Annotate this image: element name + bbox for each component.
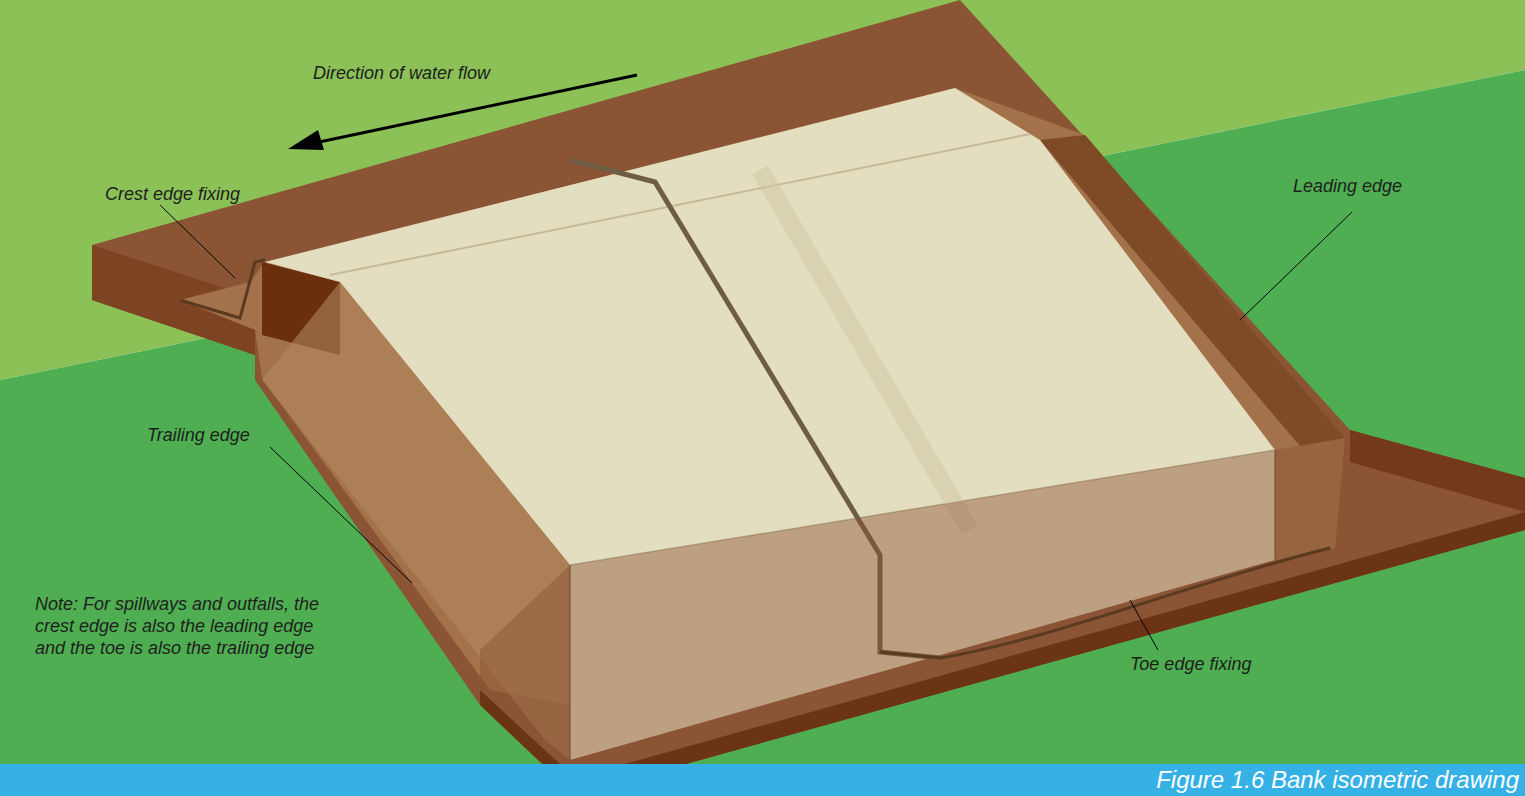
figure-caption: Figure 1.6 Bank isometric drawing [819,766,1519,794]
caption-band [0,764,1525,796]
front-translucent-face [480,438,1345,775]
leader-line [1130,600,1158,650]
slope-shading [760,170,970,530]
crest-fixing [180,260,265,318]
leader-line [270,447,412,583]
section-edge [570,565,571,760]
grass-dark [0,70,1525,796]
trench-frame [92,0,1525,795]
part-label: Toe edge fixing [1130,653,1350,675]
leader-line [1240,212,1352,320]
frame-right-face [1350,430,1525,512]
part-label: Leading edge [1293,175,1493,197]
leader-line [160,205,235,278]
flow-arrow-head [288,130,324,150]
flow-direction-label: Direction of water flow [313,62,633,84]
note-text: Note: For spillways and outfalls, the cr… [35,593,330,659]
crest-line [330,134,1030,275]
section-edge [1275,450,1276,560]
flow-arrow-shaft [305,75,637,145]
part-label: Trailing edge [147,424,347,446]
toe-fixing [880,548,1330,658]
part-label: Crest edge fixing [105,183,325,205]
